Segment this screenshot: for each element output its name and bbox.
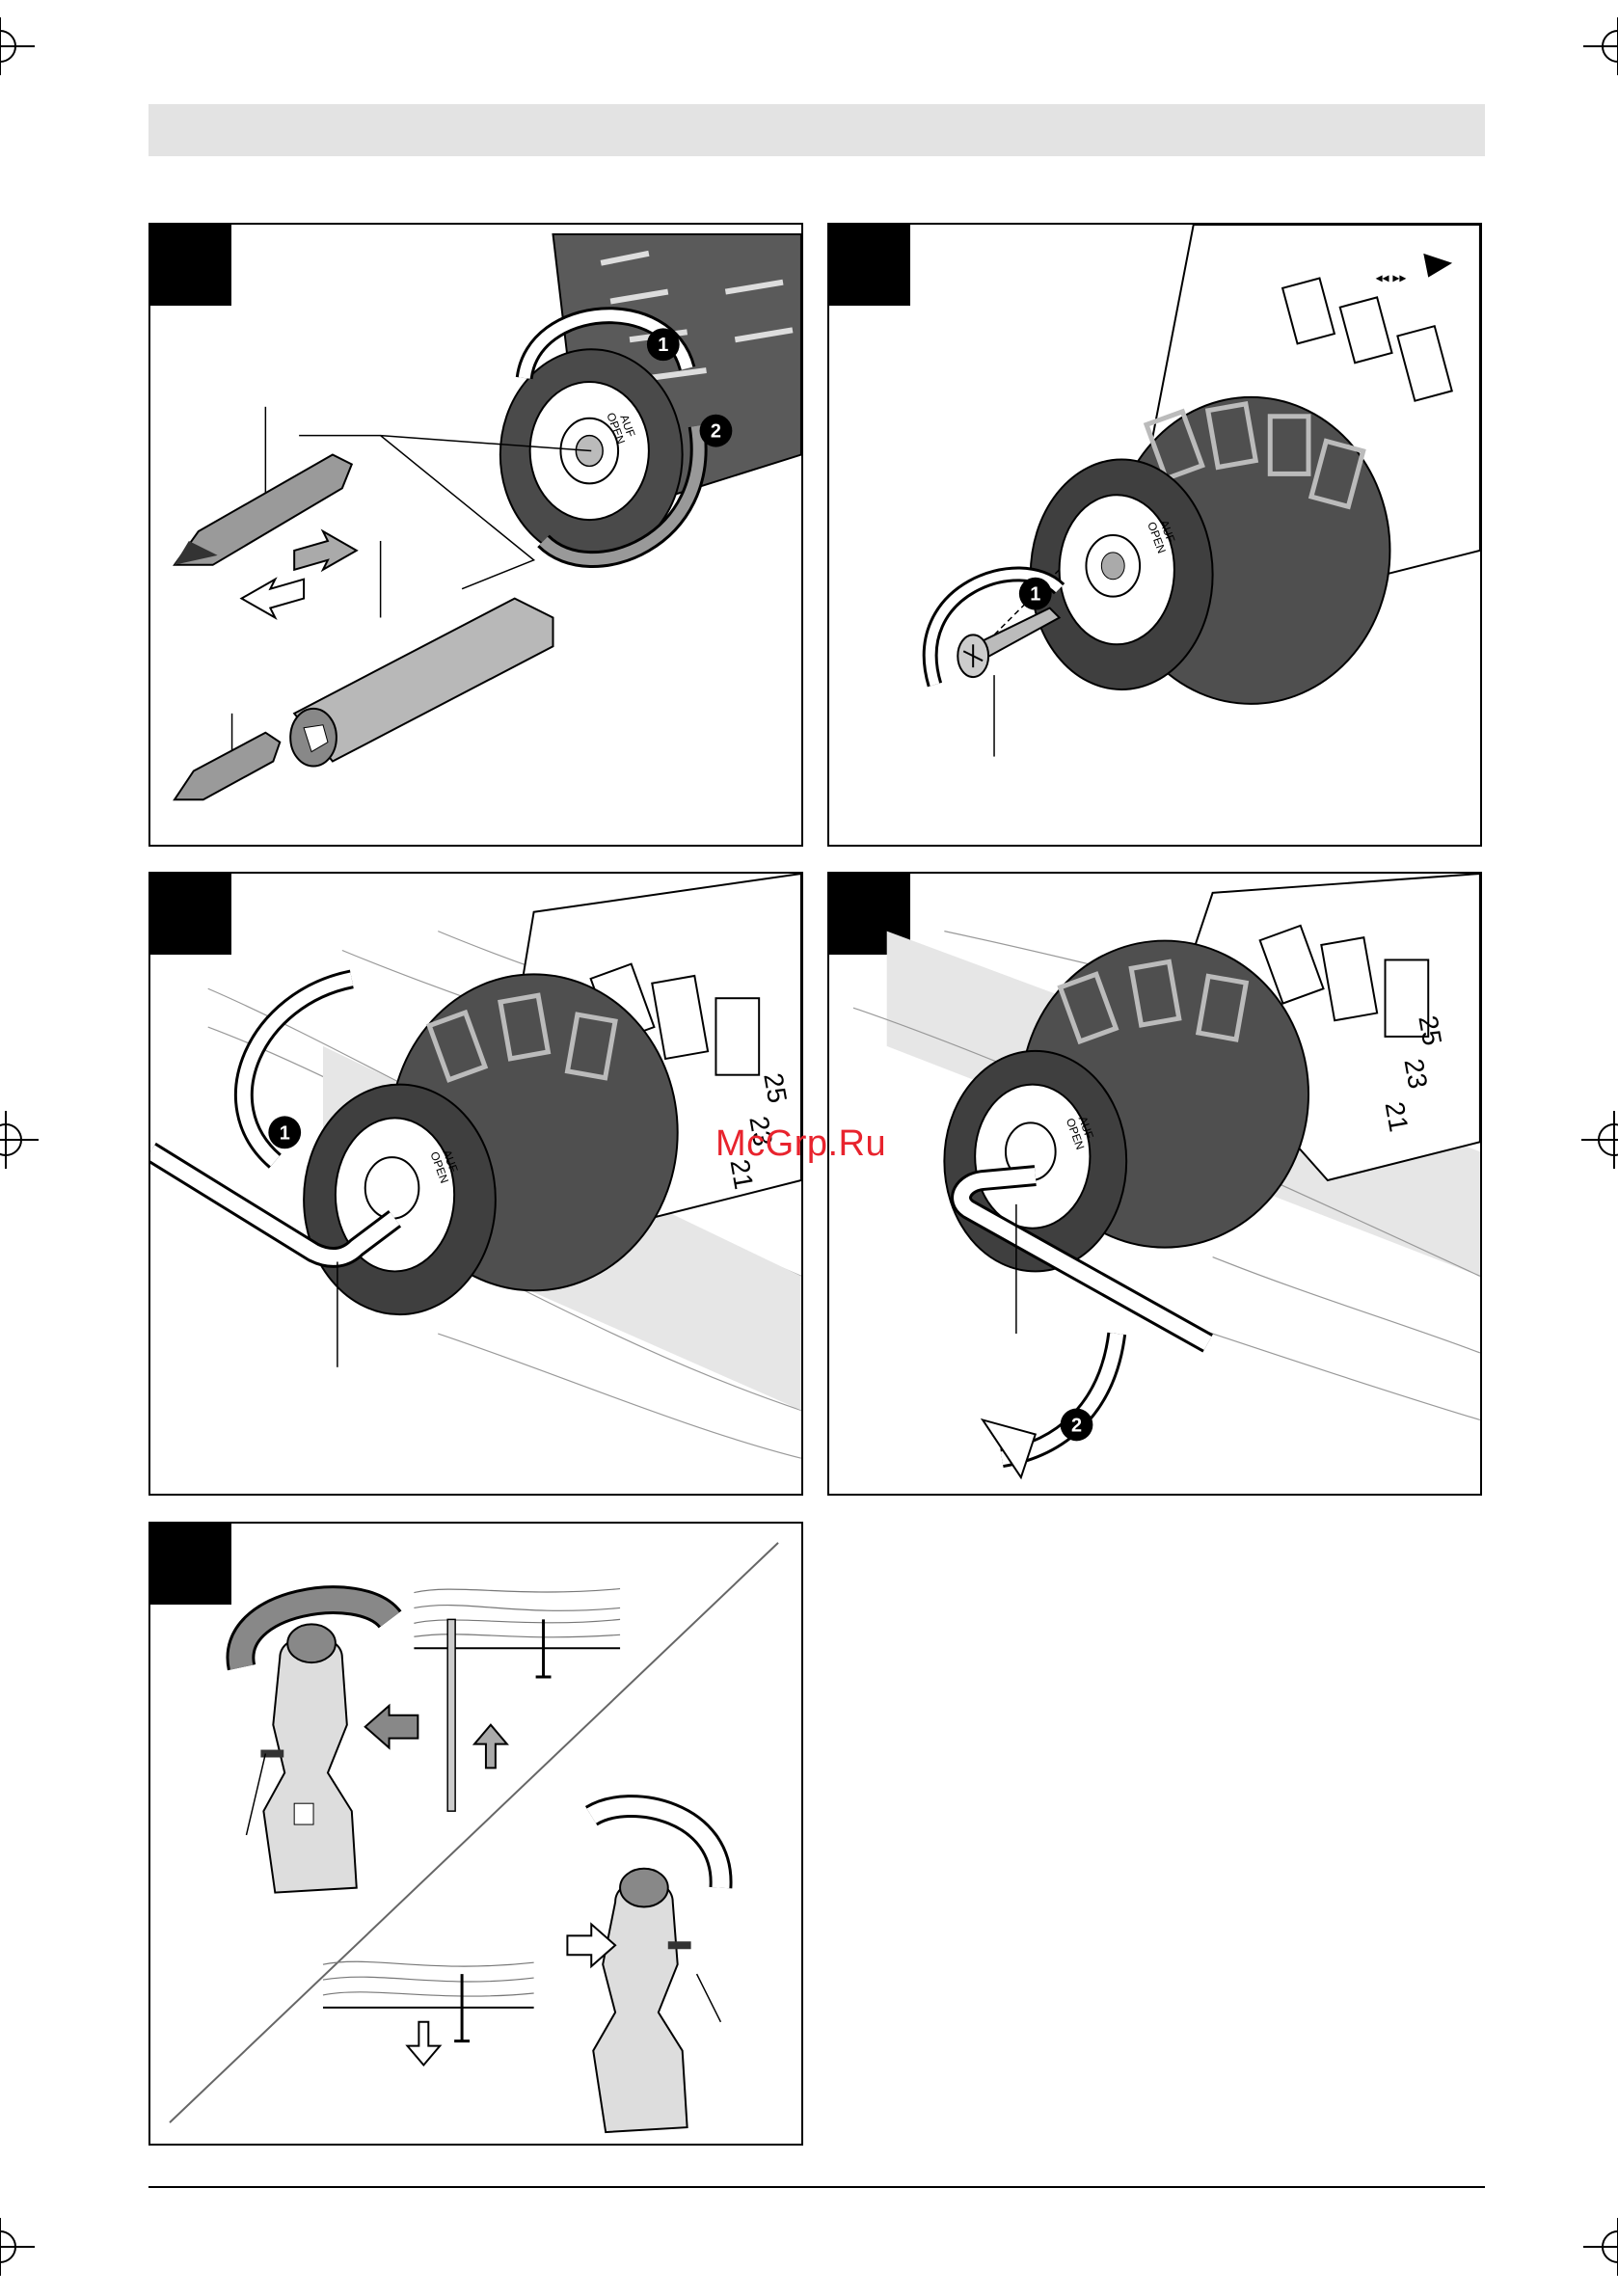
scale-number: 21	[1380, 1099, 1415, 1134]
registration-mark-icon	[0, 1111, 39, 1169]
step-label-1: 1	[280, 1122, 290, 1144]
registration-mark-icon	[1581, 1111, 1618, 1169]
hex-key-loosen-illustration: 25 23 21 AUF OPEN 1	[150, 874, 801, 1494]
step-label-2: 2	[1071, 1415, 1082, 1436]
step-label-1: 1	[658, 335, 668, 356]
bit-holder-illustration: AUF OPEN 1 2	[150, 225, 801, 845]
step-label-1: 1	[1030, 584, 1040, 606]
hex-key-tighten-illustration: 25 23 21 AUF OPEN 2	[829, 874, 1480, 1494]
watermark: McGrp.Ru	[715, 1123, 886, 1165]
scale-number: 23	[1398, 1056, 1433, 1091]
figure-panel-hex-key-loosen: 25 23 21 AUF OPEN 1	[148, 872, 803, 1496]
registration-mark-icon	[1581, 2218, 1618, 2276]
scale-number: 25	[758, 1070, 793, 1105]
svg-text:◂◂ ▸▸: ◂◂ ▸▸	[1376, 270, 1407, 285]
figure-panel-hex-key-tighten: 25 23 21 AUF OPEN 2	[827, 872, 1482, 1496]
figure-panel-rotation-direction	[148, 1522, 803, 2146]
registration-mark-icon	[0, 2218, 39, 2276]
scale-number: 25	[1413, 1013, 1447, 1048]
figure-panel-chuck-screw: ◂◂ ▸▸ AUF OPEN 1	[827, 223, 1482, 847]
header-bar	[148, 104, 1485, 156]
registration-mark-icon	[0, 17, 39, 75]
step-label-2: 2	[711, 421, 721, 443]
footer-rule	[148, 2186, 1485, 2188]
rotation-direction-illustration	[150, 1524, 801, 2144]
chuck-screw-illustration: ◂◂ ▸▸ AUF OPEN 1	[829, 225, 1480, 845]
figure-panel-bit-holder: AUF OPEN 1 2	[148, 223, 803, 847]
registration-mark-icon	[1581, 17, 1618, 75]
